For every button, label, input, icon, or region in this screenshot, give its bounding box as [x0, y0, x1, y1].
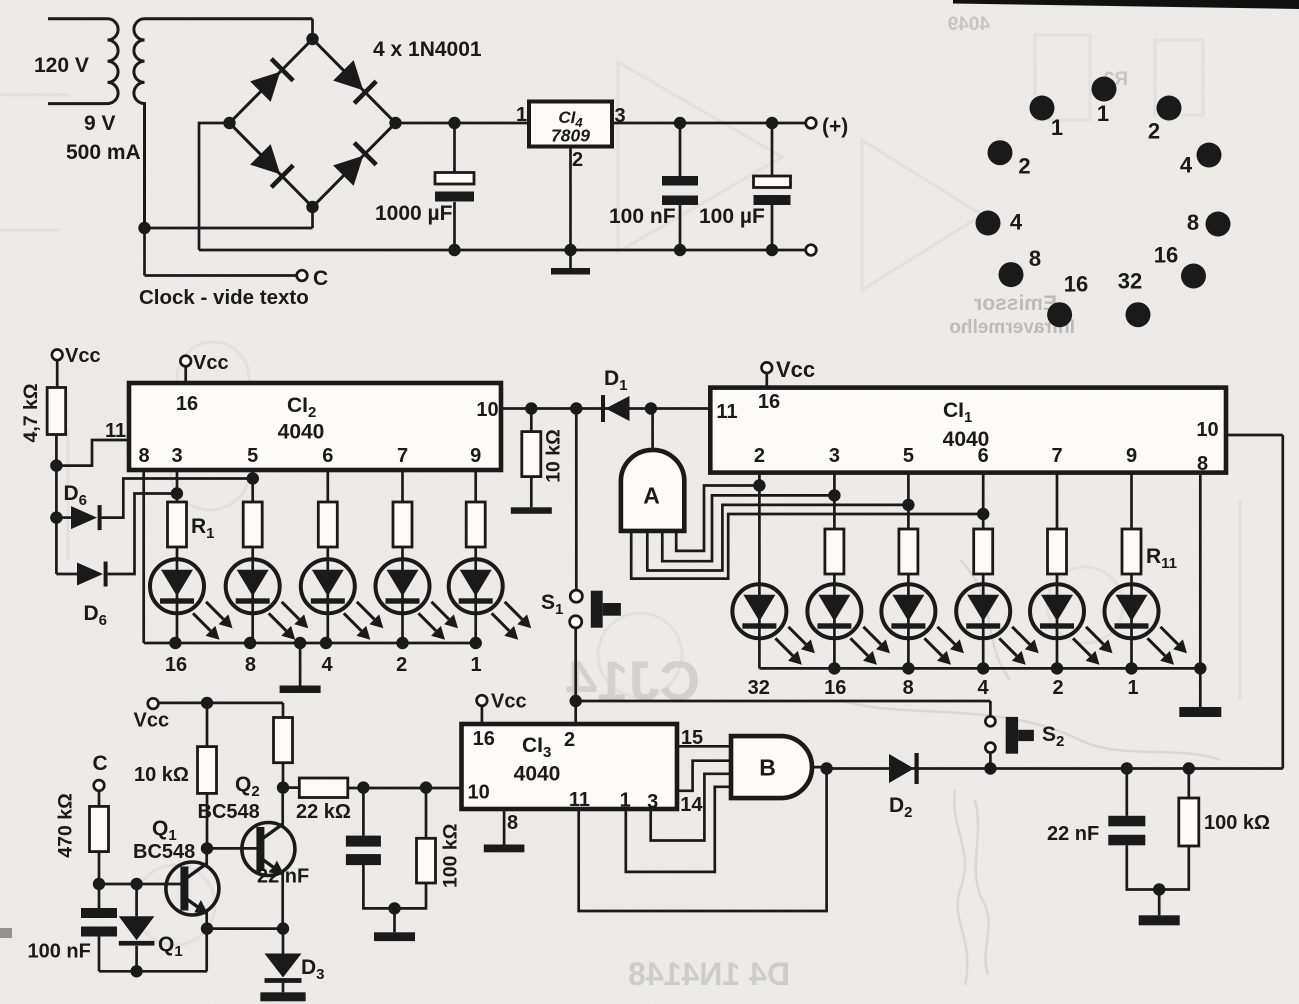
svg-text:4049: 4049 — [948, 14, 990, 35]
svg-text:16: 16 — [1154, 243, 1178, 268]
svg-text:1: 1 — [516, 104, 527, 126]
svg-text:6: 6 — [322, 445, 333, 467]
svg-text:11: 11 — [716, 401, 737, 423]
svg-text:Clock - vide texto: Clock - vide texto — [139, 286, 309, 309]
svg-text:16: 16 — [1064, 272, 1088, 297]
svg-text:Infravermelho: Infravermelho — [949, 317, 1075, 338]
svg-text:8: 8 — [1029, 246, 1041, 271]
svg-text:9: 9 — [1126, 445, 1137, 467]
svg-text:10: 10 — [467, 782, 489, 804]
svg-text:3: 3 — [647, 791, 658, 813]
svg-text:22 nF: 22 nF — [257, 866, 309, 888]
svg-text:2: 2 — [564, 729, 575, 751]
svg-text:4 x 1N4001: 4 x 1N4001 — [373, 38, 482, 61]
svg-text:1: 1 — [1097, 101, 1109, 126]
svg-text:Vcc: Vcc — [65, 345, 101, 367]
svg-text:100 nF: 100 nF — [609, 205, 676, 228]
svg-text:C: C — [93, 752, 108, 775]
svg-text:CJ14: CJ14 — [566, 649, 700, 712]
svg-text:Vcc: Vcc — [491, 691, 527, 713]
svg-text:7: 7 — [397, 445, 408, 467]
svg-text:3: 3 — [614, 105, 625, 127]
svg-text:4040: 4040 — [514, 763, 561, 786]
svg-text:Vcc: Vcc — [776, 357, 815, 382]
svg-text:2: 2 — [754, 445, 765, 467]
svg-text:16: 16 — [176, 393, 198, 415]
svg-text:10 kΩ: 10 kΩ — [543, 429, 565, 483]
svg-text:32: 32 — [748, 677, 770, 699]
svg-text:120 V: 120 V — [34, 54, 89, 77]
svg-text:BC548: BC548 — [133, 841, 195, 863]
svg-text:1: 1 — [620, 790, 631, 812]
svg-text:8: 8 — [903, 677, 914, 699]
svg-text:8: 8 — [245, 654, 256, 676]
svg-text:1: 1 — [1127, 677, 1138, 699]
svg-text:8: 8 — [1187, 210, 1199, 235]
svg-text:B: B — [759, 755, 776, 781]
svg-text:9: 9 — [470, 445, 481, 467]
svg-text:10 kΩ: 10 kΩ — [134, 764, 189, 786]
svg-text:16: 16 — [165, 654, 187, 676]
svg-text:100 kΩ: 100 kΩ — [440, 824, 462, 888]
svg-text:Emissor: Emissor — [974, 292, 1057, 315]
svg-text:7: 7 — [1051, 445, 1062, 467]
svg-text:Vcc: Vcc — [193, 352, 229, 374]
svg-text:16: 16 — [758, 391, 780, 413]
svg-text:8: 8 — [1197, 453, 1208, 475]
svg-text:2: 2 — [1148, 119, 1160, 144]
svg-text:Vcc: Vcc — [134, 710, 170, 732]
svg-text:9 V: 9 V — [84, 112, 116, 135]
svg-text:2: 2 — [1052, 677, 1063, 699]
svg-text:5: 5 — [247, 445, 258, 467]
svg-text:A: A — [643, 483, 660, 509]
svg-text:8: 8 — [138, 445, 149, 467]
svg-text:2: 2 — [1018, 154, 1030, 179]
svg-text:10: 10 — [476, 399, 498, 421]
svg-text:2: 2 — [572, 149, 583, 171]
svg-text:2: 2 — [396, 654, 407, 676]
svg-text:15: 15 — [681, 727, 703, 749]
svg-text:14: 14 — [680, 794, 703, 816]
svg-text:4040: 4040 — [943, 428, 990, 451]
svg-text:4: 4 — [1010, 210, 1023, 235]
svg-text:22 nF: 22 nF — [1047, 823, 1099, 845]
svg-text:16: 16 — [473, 728, 495, 750]
svg-text:4,7 kΩ: 4,7 kΩ — [20, 383, 42, 442]
svg-text:1: 1 — [1051, 115, 1063, 140]
svg-text:3: 3 — [171, 445, 182, 467]
svg-text:7809: 7809 — [551, 126, 590, 146]
svg-text:11: 11 — [569, 789, 590, 811]
svg-text:11: 11 — [105, 420, 126, 442]
svg-text:100 kΩ: 100 kΩ — [1204, 812, 1270, 834]
svg-text:(+): (+) — [822, 115, 848, 138]
svg-text:10: 10 — [1196, 419, 1218, 441]
svg-text:22 kΩ: 22 kΩ — [296, 801, 351, 823]
svg-text:4: 4 — [321, 654, 333, 676]
svg-text:5: 5 — [903, 445, 914, 467]
svg-text:8: 8 — [507, 812, 518, 834]
svg-text:100 µF: 100 µF — [699, 205, 765, 228]
svg-text:1000 µF: 1000 µF — [375, 202, 453, 225]
svg-text:BC548: BC548 — [198, 801, 260, 823]
svg-text:1: 1 — [470, 654, 481, 676]
svg-text:C: C — [313, 267, 328, 290]
svg-text:3: 3 — [829, 445, 840, 467]
svg-text:4040: 4040 — [278, 421, 325, 444]
svg-text:6: 6 — [978, 445, 989, 467]
svg-text:16: 16 — [824, 677, 846, 699]
svg-text:470 kΩ: 470 kΩ — [55, 793, 77, 857]
svg-text:4: 4 — [977, 677, 989, 699]
svg-text:D4 1N4148: D4 1N4148 — [628, 956, 790, 992]
svg-text:4: 4 — [1180, 153, 1193, 178]
svg-text:32: 32 — [1118, 269, 1142, 294]
svg-text:500 mA: 500 mA — [66, 141, 141, 164]
svg-text:100 nF: 100 nF — [28, 941, 91, 963]
